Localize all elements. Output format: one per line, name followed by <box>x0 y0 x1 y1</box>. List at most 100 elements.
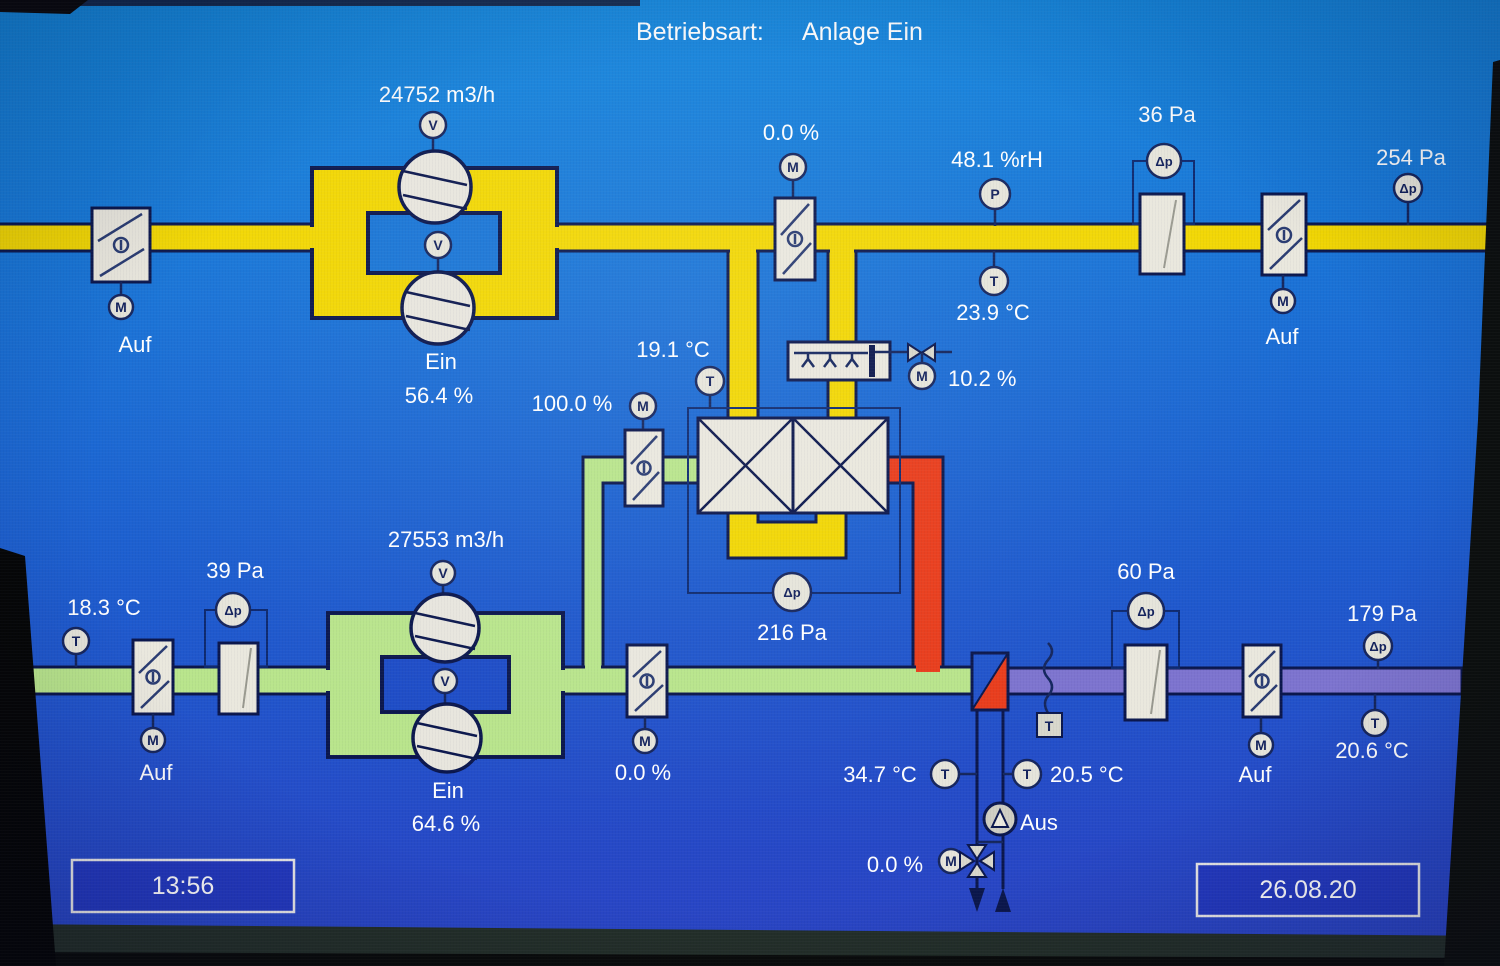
hx-dp-sensor[interactable]: Δp 216 Pa <box>687 407 901 645</box>
damper-blade <box>140 680 170 709</box>
filter-media-line <box>1150 649 1161 715</box>
damper-blade <box>630 435 658 465</box>
dp-icon-letter: Δp <box>1399 181 1416 196</box>
exhaust-damper-left[interactable]: M Auf <box>90 206 152 357</box>
valve-body <box>920 342 936 363</box>
exhaust-pressure-sensor[interactable]: 254 Pa Δp <box>1376 145 1447 225</box>
probe-letter: T <box>1045 718 1054 734</box>
heating-coil[interactable] <box>970 651 1010 712</box>
nozzle-spray <box>823 356 837 368</box>
outside-temp-sensor[interactable]: 18.3 °C T <box>61 595 141 667</box>
return-temp-value: 20.5 °C <box>1050 762 1124 787</box>
fan-blade <box>414 634 476 651</box>
exhaust-temp-value: 23.9 °C <box>956 300 1030 325</box>
bezel-right <box>1444 60 1500 966</box>
flow-sensor-letter: V <box>440 673 450 689</box>
supply-filter-right[interactable]: 60 Pa Δp <box>1111 559 1180 722</box>
damper-blade <box>1267 199 1301 231</box>
hx-temp-value: 19.1 °C <box>636 337 710 362</box>
damper-state: Auf <box>1265 324 1299 349</box>
supply-fan-group[interactable]: 27553 m3/h V V Ein 64.6 % <box>388 527 504 836</box>
motor-icon-letter: M <box>637 398 649 414</box>
filter-body <box>1123 643 1169 722</box>
valve-port <box>959 850 976 872</box>
fan-status: Ein <box>432 778 464 803</box>
flow-temp-sensor[interactable]: 34.7 °C T <box>843 758 977 790</box>
damper-blade <box>1250 684 1278 712</box>
time-value: 13:56 <box>152 872 215 900</box>
temp-icon <box>1360 708 1390 738</box>
hx-inlet-damper[interactable]: 100.0 % M <box>532 391 665 508</box>
damper-blade <box>632 471 660 501</box>
operating-mode-header: Betriebsart: Anlage Ein <box>636 18 923 46</box>
temp-icon-letter: T <box>990 273 999 289</box>
nozzle-spray <box>845 356 859 368</box>
heating-circuit <box>969 710 1011 912</box>
fan-blade <box>402 193 468 211</box>
supply-mid-damper[interactable]: M 0.0 % <box>615 643 671 785</box>
supply-damper-left[interactable]: M Auf <box>131 638 175 785</box>
valve-position: 0.0 % <box>867 852 923 877</box>
supply-temp-sensor[interactable]: T 20.6 °C <box>1335 694 1409 763</box>
return-arrow-up <box>995 888 1011 912</box>
exhaust-fan-group[interactable]: 24752 m3/h V V Ein 56.4 % <box>379 82 495 408</box>
humidifier[interactable] <box>786 340 892 382</box>
exhaust-airflow-value: 24752 m3/h <box>379 82 495 107</box>
bezel-bottom-dark <box>0 952 1500 966</box>
duct-weld <box>585 664 601 673</box>
dp-icon <box>214 591 252 629</box>
duct-pressure-value: 254 Pa <box>1376 145 1446 170</box>
valve-port <box>978 850 995 872</box>
damper-blade <box>138 645 168 674</box>
damper-blade <box>99 247 145 278</box>
supply-duct-probe[interactable]: T <box>1036 642 1063 738</box>
motor-icon-letter: M <box>639 733 651 749</box>
operating-mode-value: Anlage Ein <box>802 18 923 46</box>
temp-icon-letter: T <box>706 373 715 389</box>
damper-blade <box>1269 237 1303 270</box>
heating-pump[interactable]: Aus <box>982 801 1058 837</box>
time-box <box>70 858 296 914</box>
motor-icon-letter: M <box>945 853 957 869</box>
humidifier-valve[interactable]: M 10.2 % <box>875 342 1017 391</box>
fan-blade <box>402 169 468 187</box>
filter-body <box>1138 192 1186 276</box>
hx-diagonal <box>792 417 889 514</box>
fan-blade <box>405 314 471 332</box>
return-temp-sensor[interactable]: T 20.5 °C <box>1003 758 1124 790</box>
supply-filter-left[interactable]: 39 Pa Δp <box>204 558 268 716</box>
exhaust-humidity-sensor[interactable]: 48.1 %rH P <box>951 147 1043 226</box>
dp-icon <box>1126 591 1166 631</box>
exhaust-temp-sensor[interactable]: T 23.9 °C <box>956 251 1030 325</box>
recirculation-damper[interactable]: 0.0 % M <box>763 120 819 282</box>
outside-temp-value: 18.3 °C <box>67 595 141 620</box>
filter-body <box>217 641 260 716</box>
supply-airflow-value: 27553 m3/h <box>388 527 504 552</box>
motor-icon-letter: M <box>147 732 159 748</box>
dp-icon-letter: Δp <box>783 585 800 600</box>
bezel-top-left-corner <box>0 0 88 14</box>
temp-icon-letter: T <box>72 633 81 649</box>
damper-blade <box>782 242 812 275</box>
valve-port <box>966 844 988 861</box>
supply-damper-right[interactable]: M Auf <box>1238 643 1283 787</box>
exhaust-filter[interactable]: 36 Pa Δp <box>1132 102 1197 276</box>
recirc-damper-position: 0.0 % <box>763 120 819 145</box>
heat-exchanger[interactable] <box>696 416 890 515</box>
humidity-value: 48.1 %rH <box>951 147 1043 172</box>
exhaust-recirc-duct-right <box>826 248 858 424</box>
flow-sensor-letter: V <box>438 565 448 581</box>
pump-rotor <box>990 807 1010 828</box>
fan-speed: 56.4 % <box>405 383 474 408</box>
hx-temp-sensor[interactable]: 19.1 °C T <box>636 337 726 409</box>
dp-icon <box>1145 142 1183 180</box>
heating-valve[interactable]: 0.0 % M <box>867 844 995 878</box>
motor-icon-letter: M <box>916 368 928 384</box>
coil-body <box>970 651 1010 712</box>
exhaust-damper-right[interactable]: M Auf <box>1260 192 1308 349</box>
supply-pressure-sensor[interactable]: 179 Pa Δp <box>1347 601 1418 669</box>
motor-icon-letter: M <box>787 159 799 175</box>
motor-icon-letter: M <box>1277 293 1289 309</box>
